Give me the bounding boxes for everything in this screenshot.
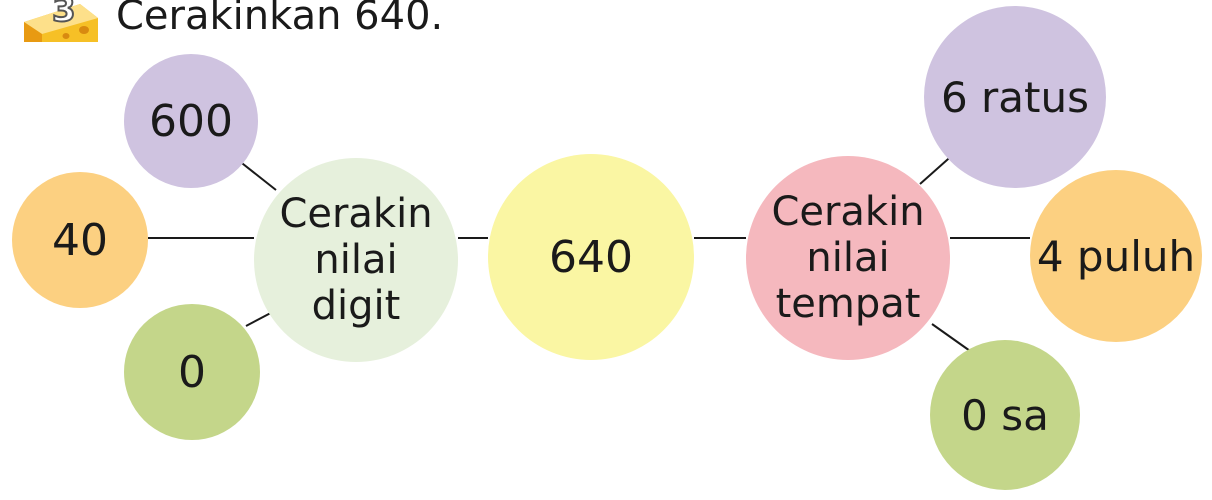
place-value-label: 6 ratus	[940, 72, 1090, 122]
cheese-icon	[24, 4, 98, 42]
question-title: Cerakinkan 640.	[116, 0, 444, 39]
digit-value-0-circle: 0	[124, 304, 260, 440]
method-label-line: digit	[311, 283, 401, 329]
digit-value-label: 0	[178, 346, 206, 398]
question-number: 3	[51, 0, 77, 31]
digit-value-label: 600	[149, 95, 233, 147]
digit-value-label: 40	[52, 214, 108, 266]
place-value-hundreds-circle: 6 ratus	[924, 6, 1106, 188]
method-label-line: nilai	[806, 235, 890, 281]
center-number-circle: 640	[488, 154, 694, 360]
method-label-line: tempat	[775, 281, 921, 327]
place-value-label: 0 sa	[961, 390, 1049, 440]
place-value-label: 4 puluh	[1036, 231, 1196, 281]
method-label-line: Cerakin	[771, 189, 925, 235]
connector-600-digit	[237, 159, 277, 191]
method-label-line: nilai	[314, 237, 398, 283]
place-value-method-circle: Cerakin nilai tempat	[746, 156, 950, 360]
place-value-ones-circle: 0 sa	[930, 340, 1080, 490]
digit-value-600-circle: 600	[124, 54, 258, 188]
question-number-badge: 3	[22, 0, 100, 44]
place-value-tens-circle: 4 puluh	[1030, 170, 1202, 342]
digit-value-method-circle: Cerakin nilai digit	[254, 158, 458, 362]
digit-value-40-circle: 40	[12, 172, 148, 308]
center-number: 640	[549, 231, 633, 283]
method-label-line: Cerakin	[279, 191, 433, 237]
